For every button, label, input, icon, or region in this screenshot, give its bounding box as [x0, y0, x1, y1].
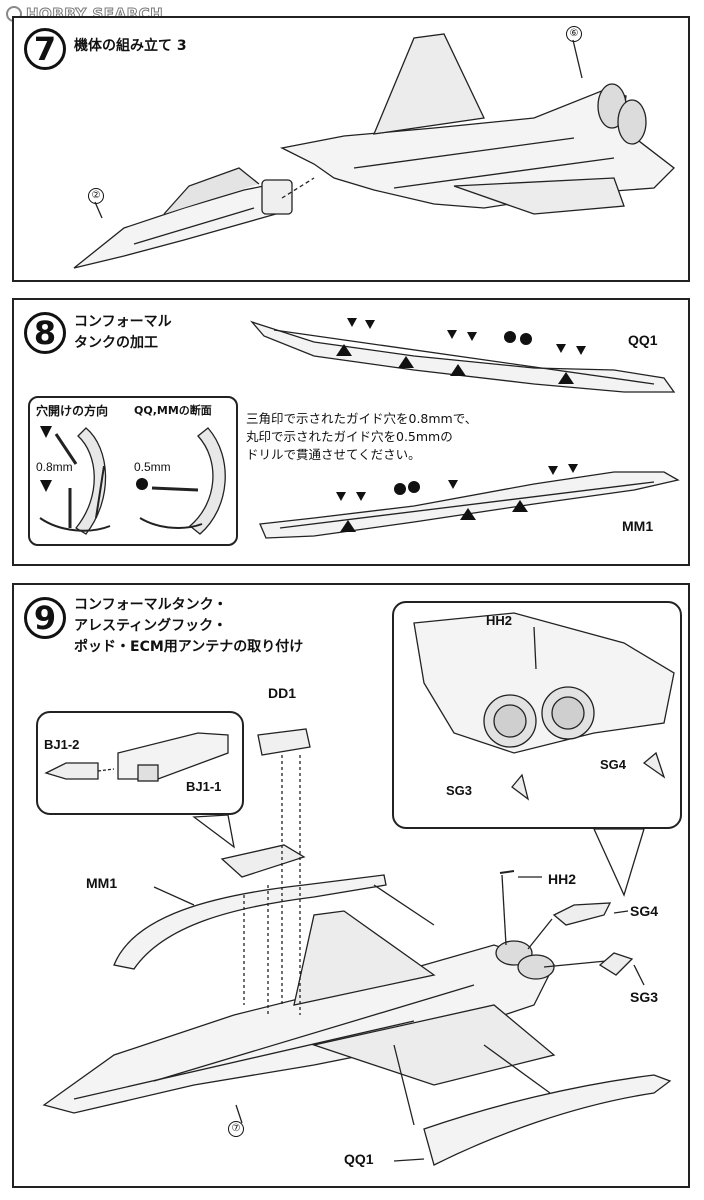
drill-box-section-label: QQ,MMの断面 — [134, 404, 212, 417]
part-label-bj1-2: BJ1-2 — [44, 737, 80, 752]
step-7-title: 機体の組み立て 3 — [74, 38, 187, 54]
part-label-dd1: DD1 — [268, 685, 297, 701]
nozzle-inset-illustration — [413, 612, 675, 801]
part-ref-7: ⑦ — [228, 1121, 244, 1137]
step-8-number: 8 — [24, 312, 66, 354]
step-7-number: 7 — [24, 28, 66, 70]
step-7-aircraft-illustration — [73, 33, 675, 269]
part-label-qq1: QQ1 — [628, 332, 658, 348]
nozzle-detail-inset: HH2 SG3 SG4 — [392, 601, 682, 829]
drill-direction-diagram — [39, 426, 226, 535]
part-label-mm1-step9: MM1 — [86, 875, 118, 891]
step-9-title: コンフォーマルタンク・ アレスティングフック・ ポッド・ECM用アンテナの取り付… — [74, 597, 304, 655]
inset-label-hh2: HH2 — [486, 613, 513, 628]
step-9-aircraft-illustration — [42, 728, 672, 1166]
part-label-hh2: HH2 — [548, 871, 577, 887]
drill-direction-box: 穴開けの方向 QQ,MMの断面 0.8mm 0.5mm — [28, 396, 238, 546]
tank-qq1-illustration — [250, 318, 680, 539]
drill-box-title: 穴開けの方向 — [36, 404, 109, 418]
part-label-qq1-step9: QQ1 — [344, 1151, 374, 1167]
step-8-title: コンフォーマル タンクの加工 — [74, 314, 172, 351]
part-label-bj1-1: BJ1-1 — [186, 779, 222, 794]
part-ref-6: ⑥ — [566, 26, 582, 42]
step-9-number: 9 — [24, 597, 66, 639]
inset-label-sg3: SG3 — [446, 783, 473, 798]
drill-size-0-8: 0.8mm — [36, 460, 73, 474]
part-label-sg3: SG3 — [630, 989, 659, 1005]
inset-label-sg4: SG4 — [600, 757, 627, 772]
step-7-panel: 7 機体の組み立て 3 ⑥ ② — [12, 16, 690, 282]
drill-size-0-5: 0.5mm — [134, 460, 171, 474]
step-8-panel: 8 コンフォーマル タンクの加工 — [12, 298, 690, 566]
part-label-mm1: MM1 — [622, 518, 654, 534]
part-label-sg4: SG4 — [630, 903, 659, 919]
drilling-instructions: 三角印で示されたガイド穴を0.8mmで、 丸印で示されたガイド穴を0.5mmの … — [246, 411, 478, 462]
step-9-panel: 9 コンフォーマルタンク・ アレスティングフック・ ポッド・ECM用アンテナの取… — [12, 583, 690, 1188]
pod-assembly-inset: BJ1-2 BJ1-1 — [36, 711, 244, 815]
pod-inset-illustration — [44, 732, 229, 782]
